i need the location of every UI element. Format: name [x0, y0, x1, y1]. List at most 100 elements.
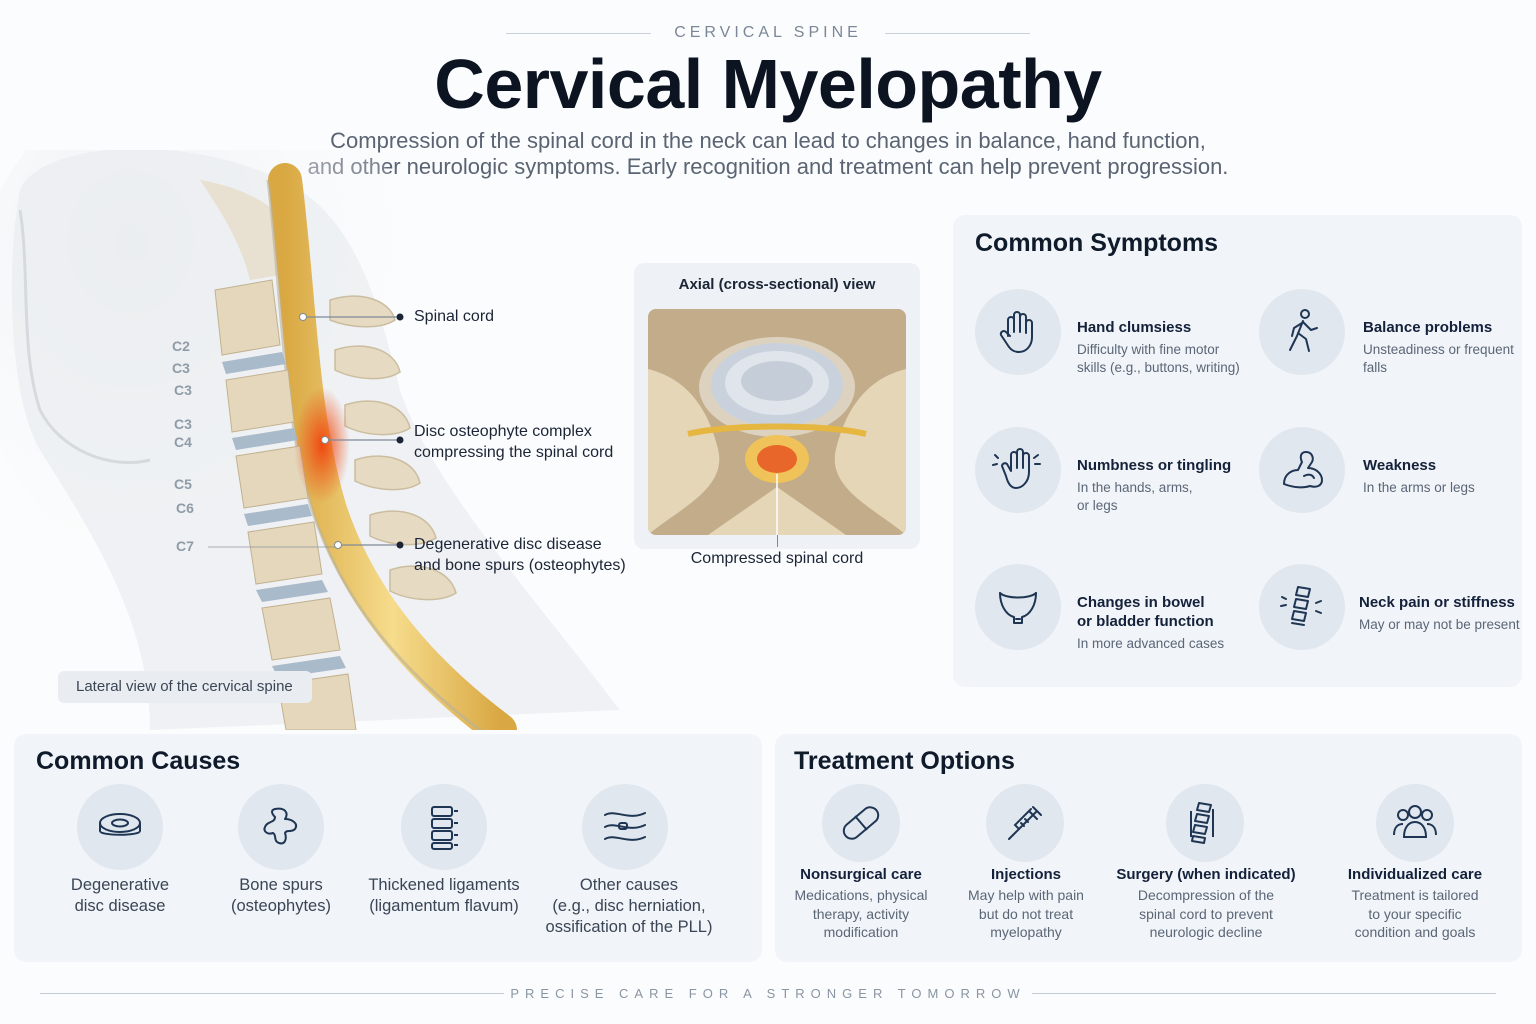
- label-line: Degenerative disc disease: [414, 536, 602, 553]
- cause-line: (e.g., disc herniation,: [552, 897, 706, 915]
- treatment-item-desc: Treatment is tailored to your specific c…: [1330, 886, 1500, 942]
- footer-tagline: PRECISE CARE FOR A STRONGER TOMORROW: [510, 986, 1026, 1001]
- walking-person-icon: [1259, 289, 1345, 375]
- label-line: and bone spurs (osteophytes): [414, 557, 626, 574]
- level-label: C5: [174, 476, 192, 492]
- desc-line: or legs: [1077, 498, 1118, 513]
- kicker-rule-right: [885, 33, 1030, 34]
- label-spinal-cord: Spinal cord: [414, 308, 495, 325]
- cause-other: Other causes (e.g., disc herniation, oss…: [524, 875, 734, 938]
- axial-cross-section-image: [648, 309, 906, 535]
- level-label: C2: [172, 338, 190, 354]
- lateral-view-caption: Lateral view of the cervical spine: [58, 671, 312, 703]
- cervical-spine-illustration: [0, 150, 620, 730]
- desc-line: falls: [1363, 360, 1388, 375]
- symptom-desc: Unsteadiness or frequent falls: [1363, 341, 1514, 377]
- desc-line: Difficulty with fine motor: [1077, 342, 1220, 357]
- title-line: Changes in bowel: [1077, 594, 1205, 611]
- desc-line: In the hands, arms,: [1077, 480, 1193, 495]
- cause-line: Degenerative: [70, 876, 170, 894]
- desc-line: spinal cord to prevent: [1139, 905, 1273, 922]
- cause-line: Bone spurs: [239, 876, 323, 894]
- symptoms-title: Common Symptoms: [975, 229, 1219, 257]
- cause-line: (ligamentum flavum): [369, 897, 519, 915]
- symptom-title: Hand clumsiess: [1077, 319, 1192, 336]
- treatment-title: Treatment Options: [794, 747, 1015, 775]
- kicker-rule-left: [506, 33, 651, 34]
- symptom-balance: Balance problems Unsteadiness or frequen…: [1363, 318, 1514, 377]
- treatment-item-desc: Medications, physical therapy, activity …: [781, 886, 941, 942]
- symptom-desc: Difficulty with fine motor skills (e.g.,…: [1077, 341, 1240, 377]
- desc-line: Treatment is tailored: [1351, 887, 1479, 903]
- desc-line: Medications, physical: [794, 887, 928, 903]
- symptom-title: Changes in bowel or bladder function: [1077, 593, 1224, 631]
- symptom-neck-pain: Neck pain or stiffness May or may not be…: [1359, 593, 1520, 634]
- desc-line: condition and goals: [1354, 924, 1476, 940]
- level-label: C3: [174, 382, 192, 398]
- treatment-item-title: Individualized care: [1347, 866, 1483, 883]
- symptom-desc: May or may not be present: [1359, 617, 1520, 632]
- symptom-desc: In more advanced cases: [1077, 636, 1225, 651]
- page-title: Cervical Myelopathy: [434, 45, 1102, 123]
- cause-line: Thickened ligaments: [368, 876, 520, 894]
- desc-line: to your specific: [1368, 905, 1462, 922]
- symptom-title: Balance problems: [1363, 319, 1493, 336]
- kicker: CERVICAL SPINE: [674, 24, 862, 41]
- neck-spine-icon: [1259, 564, 1345, 650]
- symptom-bowel-bladder: Changes in bowel or bladder function In …: [1077, 593, 1224, 653]
- cause-bone-spurs: Bone spurs (osteophytes): [181, 875, 381, 917]
- treatment-item-title: Injections: [990, 866, 1061, 883]
- syringe-icon: [986, 784, 1064, 862]
- axial-view-title: Axial (cross-sectional) view: [678, 276, 876, 293]
- footer-rule-left: [40, 993, 504, 994]
- treatment-item-title: Surgery (when indicated): [1116, 866, 1296, 883]
- subtitle-line-1: Compression of the spinal cord in the ne…: [330, 128, 1206, 153]
- tingling-hand-icon: [975, 427, 1061, 513]
- footer-rule-right: [1032, 993, 1496, 994]
- cause-thickened-ligaments: Thickened ligaments (ligamentum flavum): [334, 875, 554, 917]
- cause-degenerative-disc: Degenerative disc disease: [20, 875, 220, 917]
- label-disc-osteophyte: Disc osteophyte complex compressing the …: [414, 421, 613, 463]
- desc-line: May help with pain: [968, 887, 1084, 903]
- desc-line: Unsteadiness or frequent: [1363, 342, 1514, 357]
- treatment-individualized: Individualized care Treatment is tailore…: [1330, 866, 1500, 942]
- symptom-desc: In the hands, arms, or legs: [1077, 479, 1231, 515]
- causes-title: Common Causes: [36, 747, 241, 775]
- title-line: or bladder function: [1077, 613, 1214, 630]
- desc-line: myelopathy: [990, 924, 1062, 940]
- axial-leader-line: [777, 535, 778, 547]
- label-line: Disc osteophyte complex: [414, 423, 592, 440]
- hand-icon: [975, 289, 1061, 375]
- symptom-desc: In the arms or legs: [1363, 479, 1475, 497]
- desc-line: modification: [823, 924, 899, 940]
- symptom-hand-clumsiness: Hand clumsiess Difficulty with fine moto…: [1077, 318, 1240, 377]
- level-label: C3: [172, 360, 190, 376]
- desc-line: but do not treat: [978, 905, 1074, 922]
- cause-line: ossification of the PLL): [545, 918, 713, 936]
- cause-line: (osteophytes): [231, 897, 331, 915]
- cause-line: disc disease: [74, 897, 166, 915]
- herniation-icon: [582, 784, 668, 870]
- level-label: C7: [176, 538, 194, 554]
- treatment-nonsurgical: Nonsurgical care Medications, physical t…: [781, 866, 941, 942]
- symptom-title: Numbness or tingling: [1077, 457, 1232, 474]
- people-icon: [1376, 784, 1454, 862]
- disc-icon: [77, 784, 163, 870]
- cause-line: Other causes: [579, 876, 679, 894]
- page-subtitle: Compression of the spinal cord in the ne…: [200, 128, 1336, 180]
- label-degenerative-disc: Degenerative disc disease and bone spurs…: [414, 534, 626, 576]
- axial-view-caption: Compressed spinal cord: [690, 550, 864, 567]
- treatment-injections: Injections May help with pain but do not…: [950, 866, 1102, 942]
- bone-spur-icon: [238, 784, 324, 870]
- ligament-icon: [401, 784, 487, 870]
- treatment-item-title: Nonsurgical care: [800, 866, 922, 883]
- treatment-surgery: Surgery (when indicated) Decompression o…: [1106, 866, 1306, 942]
- flexed-arm-icon: [1259, 427, 1345, 513]
- desc-line: Decompression of the: [1137, 887, 1275, 903]
- bladder-icon: [975, 564, 1061, 650]
- desc-line: skills (e.g., buttons, writing): [1077, 360, 1240, 375]
- symptom-title: Weakness: [1363, 457, 1437, 474]
- treatment-item-desc: Decompression of the spinal cord to prev…: [1106, 886, 1306, 942]
- treatment-item-desc: May help with pain but do not treat myel…: [950, 886, 1102, 942]
- level-label: C3: [174, 416, 192, 432]
